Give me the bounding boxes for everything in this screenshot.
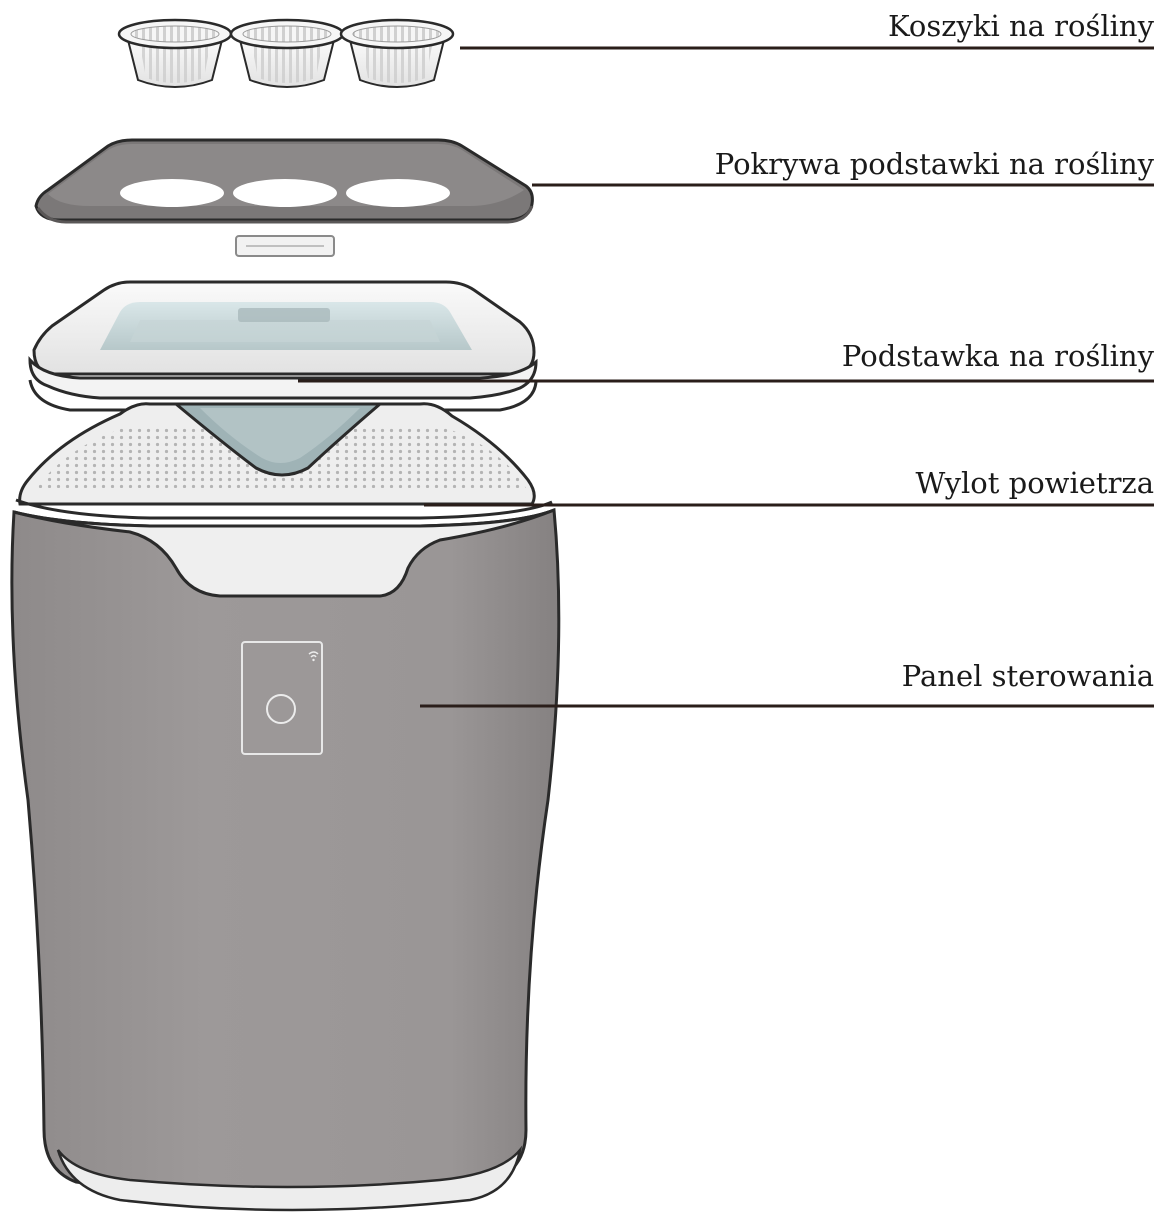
label-plant-baskets: Koszyki na rośliny: [888, 12, 1154, 41]
main-body: [12, 510, 559, 1210]
plant-basket-1: [119, 20, 231, 87]
label-plant-tray-lid: Pokrywa podstawki na rośliny: [715, 150, 1154, 179]
label-control-panel: Panel sterowania: [902, 662, 1154, 691]
plant-tray-lid: [36, 140, 532, 222]
label-air-outlet: Wylot powietrza: [915, 469, 1154, 498]
label-plant-tray: Podstawka na rośliny: [842, 342, 1154, 371]
air-outlet: [16, 404, 552, 518]
lid-connector: [236, 236, 334, 256]
plant-baskets: [119, 20, 453, 87]
plant-basket-3: [341, 20, 453, 87]
plant-basket-2: [231, 20, 343, 87]
lid-basket-openings: [120, 179, 450, 207]
plant-tray: [30, 282, 536, 410]
